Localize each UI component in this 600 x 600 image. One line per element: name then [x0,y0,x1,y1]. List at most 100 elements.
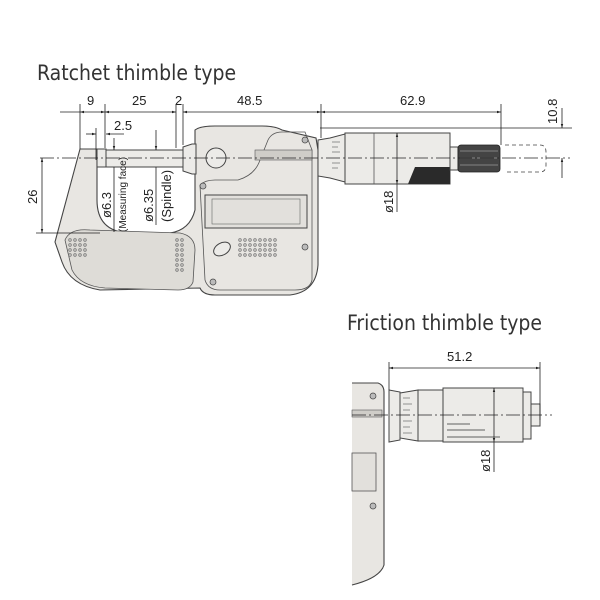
grip-dot [268,238,272,242]
dim-51-2: 51.2 [447,349,472,364]
grip-dot [175,238,179,242]
grip-dot [68,243,72,247]
grip-dot [263,243,267,247]
grip-dot [68,238,72,242]
grip-dot [180,268,184,272]
grip-dot [180,238,184,242]
grip-dot [263,253,267,257]
grip-dot [268,253,272,257]
grip-dot [248,243,252,247]
grip-dots [68,238,277,272]
grip-dot [268,243,272,247]
zero-button[interactable] [211,239,233,258]
grip-dot [273,238,277,242]
grip-dot [68,253,72,257]
grip-dot [238,248,242,252]
grip-dot [68,248,72,252]
friction-drawing [351,382,552,586]
lcd-display [204,194,308,229]
grip-dot [253,248,257,252]
grip-dot [73,243,77,247]
spindle-dia: ø6.35 [141,189,156,222]
grip-dot [273,253,277,257]
dim-48-5: 48.5 [237,93,262,108]
grip-dot [175,243,179,247]
grip-dot [273,248,277,252]
grip-dot [253,238,257,242]
ratchet-stop[interactable] [457,144,501,173]
screw [369,502,377,510]
grip-dot [175,258,179,262]
grip-dot [258,248,262,252]
grip-dot [238,253,242,257]
grip-dot [268,248,272,252]
grip-dot [73,248,77,252]
screw [369,392,377,400]
grip-dot [248,253,252,257]
grip-dot [83,248,87,252]
slot [254,149,313,161]
ratchet-dimensions: 9 25 2 48.5 62.9 2.5 10.8 26 ø6.3 (Measu… [25,93,572,234]
grip-dot [263,238,267,242]
dim-2-5: 2.5 [114,118,132,133]
grip-dot [248,248,252,252]
friction-dimensions: 51.2 ø18 [388,349,541,472]
screw [301,136,309,144]
spindle-label: (Spindle) [159,170,174,222]
grip-dot [78,243,82,247]
friction-title: Friction thimble type [347,311,542,335]
grip-dot [263,248,267,252]
grip-dot [78,253,82,257]
body-panel [199,131,313,291]
grip-dot [243,248,247,252]
grip-dot [243,243,247,247]
grip-dot [83,238,87,242]
grip-dot [83,253,87,257]
ratchet-extension-outline [505,144,547,173]
spindle-bearing [182,143,197,175]
grip-dot [258,238,262,242]
measuring-face-label: (Measuring face) [118,157,129,232]
friction-thimble-front [417,389,444,442]
grip-dot [253,253,257,257]
ratchet-thimble-dia: ø18 [381,191,396,213]
dim-10-8: 10.8 [545,99,560,124]
frame-grip [64,229,196,291]
grip-dot [175,268,179,272]
grip-dot [273,243,277,247]
screw [209,278,217,286]
friction-display [351,452,377,492]
grip-dot [258,253,262,257]
screw [199,182,207,190]
screw [301,243,309,251]
dim-2: 2 [175,93,182,108]
grip-dot [253,243,257,247]
grip-dot [175,253,179,257]
dim-62-9: 62.9 [400,93,425,108]
grip-dot [248,238,252,242]
ratchet-title: Ratchet thimble type [37,61,236,85]
grip-dot [180,248,184,252]
thimble-grip [408,167,450,184]
grip-dot [243,238,247,242]
grip-dot [78,248,82,252]
grip-dot [180,258,184,262]
ratchet-neck [449,146,459,171]
friction-sleeve [399,389,419,442]
grip-dot [73,238,77,242]
friction-thimble-dia: ø18 [478,450,493,472]
grip-dot [78,238,82,242]
grip-dot [175,248,179,252]
measuring-face-dia: ø6.3 [99,192,114,218]
dim-26: 26 [25,190,40,204]
grip-dot [83,243,87,247]
grip-dot [238,243,242,247]
dim-25: 25 [132,93,146,108]
grip-dot [73,253,77,257]
friction-cap [522,391,532,440]
grip-dot [180,253,184,257]
grip-dot [180,263,184,267]
grip-dot [180,243,184,247]
friction-sleeve-neck [388,389,401,443]
